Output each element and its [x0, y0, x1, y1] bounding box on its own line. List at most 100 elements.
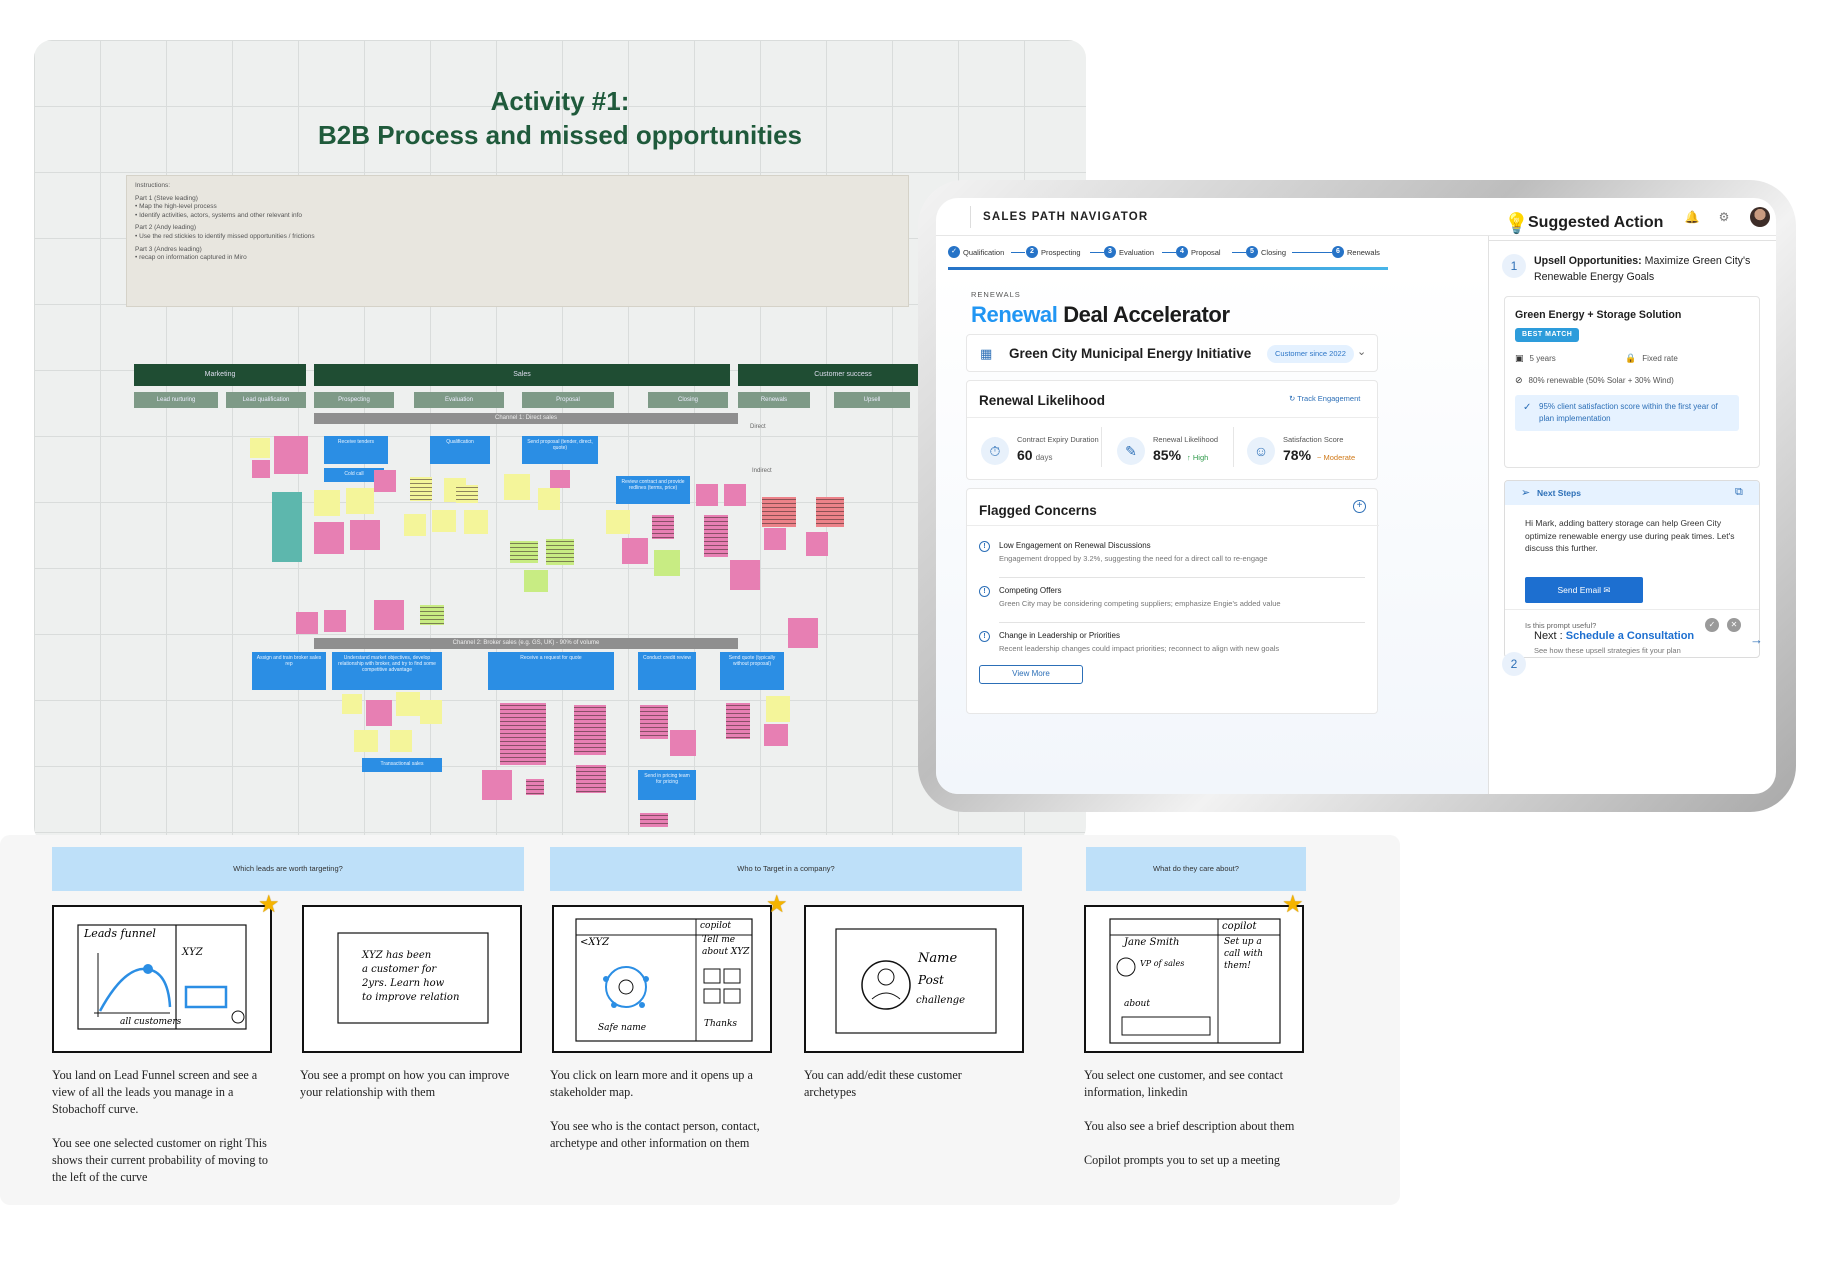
sticky-note — [420, 700, 442, 724]
concern-divider — [999, 577, 1365, 578]
sticky-note — [540, 534, 580, 570]
arrow-right-icon[interactable]: → — [1750, 632, 1763, 647]
renewal-likelihood-card: Renewal Likelihood ↻ Track Engagement ⏱ … — [966, 380, 1379, 481]
card-send-proposal: Send proposal (tender, direct, quote) — [522, 436, 598, 464]
step-upsell: Upsell — [834, 392, 910, 408]
header-divider — [970, 206, 971, 228]
sticky-note — [482, 770, 512, 800]
sticky-note — [404, 514, 426, 536]
suggested-action-title: Suggested Action — [1528, 214, 1664, 231]
card-review-contract: Review contract and provide redlines (te… — [616, 476, 690, 504]
sticky-note — [432, 510, 456, 532]
sticky-note — [764, 528, 786, 550]
next-steps-message: Hi Mark, adding battery storage can help… — [1525, 518, 1735, 553]
bell-icon[interactable]: 🔔 — [1684, 210, 1700, 224]
sticky-note — [374, 470, 396, 492]
sketch-frame: Leads funnel XYZ all customers — [52, 905, 272, 1053]
phase-sales: Sales — [314, 364, 730, 386]
stepper-connector — [1162, 252, 1176, 253]
next-action[interactable]: Next : Schedule a Consultation — [1534, 630, 1695, 642]
step-qualification[interactable]: ✓Qualification — [948, 246, 1004, 258]
sticky-note — [670, 730, 696, 756]
sticky-note — [724, 484, 746, 506]
sticky-note — [766, 696, 790, 722]
card-receive-tenders: Receive tenders — [324, 436, 388, 464]
card-understand-market: Understand market objectives, develop re… — [332, 652, 442, 690]
close-icon[interactable]: ✕ — [1727, 618, 1741, 632]
send-email-button[interactable]: Send Email ✉ — [1525, 577, 1643, 603]
stepper-connector — [1011, 252, 1025, 253]
phase-marketing: Marketing — [134, 364, 306, 386]
account-selector[interactable]: ▦ Green City Municipal Energy Initiative… — [966, 334, 1378, 372]
star-icon: ★ — [766, 891, 788, 918]
sketch-text: Tell me — [702, 935, 736, 945]
pencil-icon: ✎ — [1117, 437, 1145, 465]
sticky-note — [788, 618, 818, 648]
stepper-connector — [1232, 252, 1246, 253]
sketch-text: copilot — [700, 921, 732, 931]
sticky-note — [806, 532, 828, 556]
app-title: SALES PATH NAVIGATOR — [983, 211, 1149, 223]
sketch-caption: You land on Lead Funnel screen and see a… — [52, 1068, 268, 1184]
sticky-note — [314, 490, 340, 516]
sticky-note — [698, 510, 734, 562]
account-name: Green City Municipal Energy Initiative — [1009, 346, 1252, 361]
card-cold-call: Cold call — [324, 468, 384, 482]
card-pricing-team: Send in pricing team for pricing — [638, 770, 696, 800]
sketch-text: all customers — [120, 1017, 182, 1027]
sticky-note — [494, 698, 552, 770]
step-closing: Closing — [648, 392, 728, 408]
sticky-note — [634, 700, 674, 744]
instructions-panel: Instructions: Part 1 (Steve leading)• Ma… — [126, 175, 909, 307]
stepper-progress-bar — [948, 267, 1388, 270]
chevron-down-icon[interactable]: ⌄ — [1357, 346, 1367, 358]
board-title: Activity #1: B2B Process and missed oppo… — [317, 86, 802, 150]
sticky-note — [720, 698, 756, 744]
add-icon[interactable]: + — [1353, 500, 1366, 513]
sticky-note — [342, 694, 362, 714]
stepper-connector — [1090, 252, 1104, 253]
check-icon: ✓ — [948, 246, 960, 258]
sticky-note — [366, 700, 392, 726]
sketch-text: about — [1124, 999, 1150, 1009]
avatar[interactable] — [1750, 207, 1770, 227]
view-more-button[interactable]: View More — [979, 665, 1083, 684]
sticky-note — [520, 774, 550, 800]
external-link-icon[interactable]: ⧉ — [1735, 486, 1743, 498]
sketch-text: them! — [1224, 961, 1251, 971]
sticky-note — [634, 808, 674, 832]
flagged-concerns-card: Flagged Concerns + ! Low Engagement on R… — [966, 488, 1379, 714]
gear-icon[interactable]: ⚙ — [1718, 210, 1730, 224]
sketch-text: <XYZ — [580, 937, 610, 948]
card-divider — [967, 417, 1379, 418]
next-steps-card: ➢ Next Steps ⧉ Hi Mark, adding battery s… — [1504, 480, 1760, 658]
alert-icon: ! — [979, 541, 990, 552]
step-number-badge: 1 — [1502, 254, 1526, 278]
mail-icon: ✉ — [1603, 585, 1611, 595]
solution-rate: 🔒Fixed rate — [1625, 353, 1678, 363]
card-request-quote: Receive a request for quote — [488, 652, 614, 690]
step-prospecting: Prospecting — [314, 392, 394, 408]
building-icon: ▦ — [980, 346, 993, 361]
step-number-badge: 2 — [1502, 652, 1526, 676]
step-renewals: Renewals — [738, 392, 810, 408]
section-divider — [1488, 240, 1776, 241]
page-title: Renewal Deal Accelerator — [971, 302, 1230, 327]
sticky-note — [396, 692, 420, 716]
sticky-note — [274, 436, 308, 474]
track-engagement-link[interactable]: ↻ Track Engagement — [1289, 394, 1361, 403]
sketch-frame: <XYZ copilot Tell me about XYZ Safe name… — [552, 905, 772, 1053]
next-action-subtitle: See how these upsell strategies fit your… — [1534, 646, 1681, 655]
thumbs-up-icon[interactable]: ✓ — [1705, 618, 1719, 632]
sticky-note — [346, 488, 374, 514]
sketch-frame: XYZ has been a customer for 2yrs. Learn … — [302, 905, 522, 1053]
solution-title: Green Energy + Storage Solution — [1515, 309, 1682, 321]
solution-card[interactable]: Green Energy + Storage Solution BEST MAT… — [1504, 296, 1760, 468]
step-lead-qualification: Lead qualification — [226, 392, 306, 408]
